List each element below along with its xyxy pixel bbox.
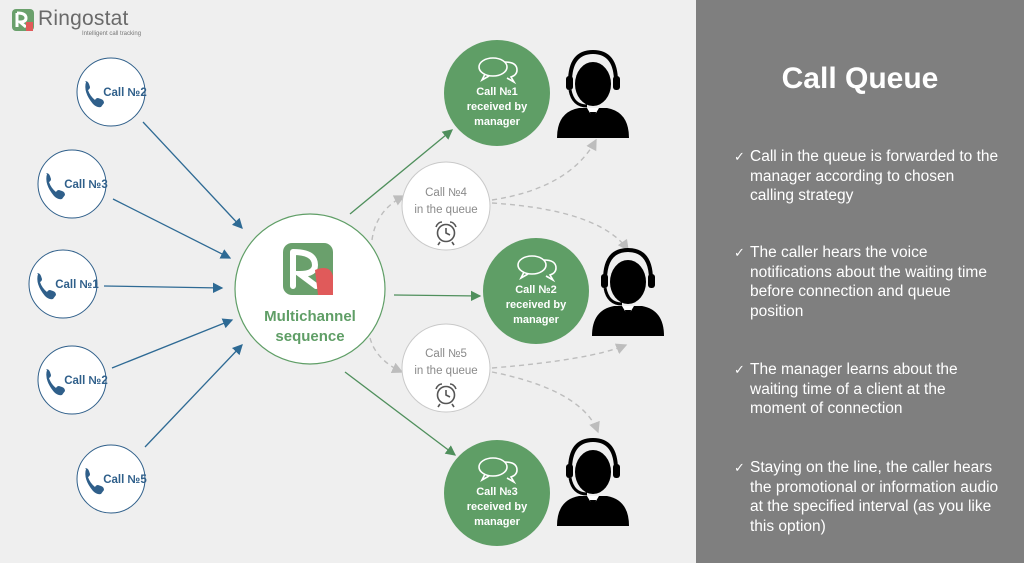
chat-bubbles-icon: [478, 457, 518, 485]
bullet-text: Call in the queue is forwarded to the ma…: [750, 148, 999, 204]
diagram-panel: Ringostat Intelligent call tracking: [0, 0, 696, 563]
arrow: [371, 195, 406, 241]
phone-icon: [85, 81, 104, 108]
received-label-line3: manager: [474, 516, 521, 528]
headset-manager-icon: [557, 437, 629, 526]
queue-label-line2: in the queue: [414, 204, 477, 216]
ringostat-logo-icon: [12, 9, 34, 31]
arrow: [103, 282, 224, 294]
arrow: [393, 290, 482, 302]
chat-bubbles-icon: [478, 57, 518, 85]
arrow: [111, 318, 234, 369]
panel-title: Call Queue: [781, 62, 939, 95]
received-label-line1: Call №1: [476, 86, 518, 98]
received-label-line2: received by: [506, 299, 567, 311]
incoming-call-5: Call №5: [76, 444, 147, 514]
bullet-item: ✓ Call in the queue is forwarded to the …: [734, 147, 1002, 206]
bullet-item: ✓ Staying on the line, the caller hears …: [734, 458, 1002, 536]
call-label: Call №2: [64, 375, 108, 387]
bullet-item: ✓ The caller hears the voice notificatio…: [734, 243, 1002, 321]
brand-tagline: Intelligent call tracking: [82, 31, 142, 37]
alarm-clock-icon: [435, 221, 457, 246]
call-label: Call №5: [103, 474, 147, 486]
call-flow-diagram: Call №2 Call №3 Call №1 Call №2 Call №5: [28, 40, 664, 546]
arrow: [112, 198, 232, 259]
check-icon: ✓: [734, 460, 745, 475]
check-icon: ✓: [734, 245, 745, 260]
ringostat-logo-icon: [283, 243, 333, 295]
call-queue-panel: Call Queue ✓ Call in the queue is forwar…: [696, 0, 1024, 563]
received-label-line1: Call №2: [515, 284, 557, 296]
center-label-line2: sequence: [275, 328, 344, 345]
bullet-text: Staying on the line, the caller hears th…: [750, 459, 999, 535]
received-label-line2: received by: [467, 501, 528, 513]
call-label: Call №1: [55, 279, 99, 291]
incoming-call-4: Call №2: [37, 345, 108, 415]
incoming-arrows: [103, 121, 243, 448]
arrow: [144, 344, 243, 448]
phone-icon: [46, 369, 65, 396]
received-label-line2: received by: [467, 101, 528, 113]
arrow: [491, 343, 628, 369]
phone-icon: [85, 468, 104, 495]
check-icon: ✓: [734, 362, 745, 377]
brand-name: Ringostat: [38, 7, 129, 30]
arrow: [349, 129, 454, 215]
queue-label-line1: Call №4: [425, 187, 467, 199]
check-icon: ✓: [734, 149, 745, 164]
arrow: [491, 202, 629, 252]
call-label: Call №2: [103, 87, 147, 99]
received-label-line3: manager: [474, 116, 521, 128]
queue-call-2: Call №5 in the queue: [401, 323, 491, 413]
queue-call-1: Call №4 in the queue: [401, 161, 491, 251]
outgoing-arrows: [344, 129, 482, 456]
arrow: [142, 121, 243, 229]
incoming-call-1: Call №2: [76, 57, 147, 127]
alarm-clock-icon: [435, 383, 457, 408]
arrow: [491, 138, 597, 201]
arrow: [369, 337, 404, 373]
arrow: [344, 371, 457, 456]
bullet-item: ✓ The manager learns about the waiting t…: [734, 360, 1002, 419]
received-call-3: Call №3 received by manager: [444, 440, 550, 546]
call-label: Call №3: [64, 179, 108, 191]
bullet-text: The caller hears the voice notifications…: [750, 244, 987, 320]
phone-icon: [37, 273, 56, 300]
chat-bubbles-icon: [517, 255, 557, 283]
phone-icon: [46, 173, 65, 200]
bullet-text: The manager learns about the waiting tim…: [750, 361, 958, 417]
received-call-2: Call №2 received by manager: [483, 238, 589, 344]
received-call-1: Call №1 received by manager: [444, 40, 550, 146]
incoming-call-2: Call №3: [37, 149, 108, 219]
received-label-line1: Call №3: [476, 486, 518, 498]
queue-arrows: [369, 138, 629, 434]
center-label-line1: Multichannel: [264, 308, 356, 325]
multichannel-sequence: Multichannel sequence: [234, 213, 386, 365]
received-label-line3: manager: [513, 314, 560, 326]
arrow: [491, 371, 600, 434]
brand-logo: Ringostat Intelligent call tracking: [12, 7, 142, 39]
headset-manager-icon: [557, 49, 629, 138]
headset-manager-icon: [592, 247, 664, 336]
queue-label-line2: in the queue: [414, 365, 477, 377]
queue-label-line1: Call №5: [425, 348, 467, 360]
incoming-call-3: Call №1: [28, 249, 99, 319]
